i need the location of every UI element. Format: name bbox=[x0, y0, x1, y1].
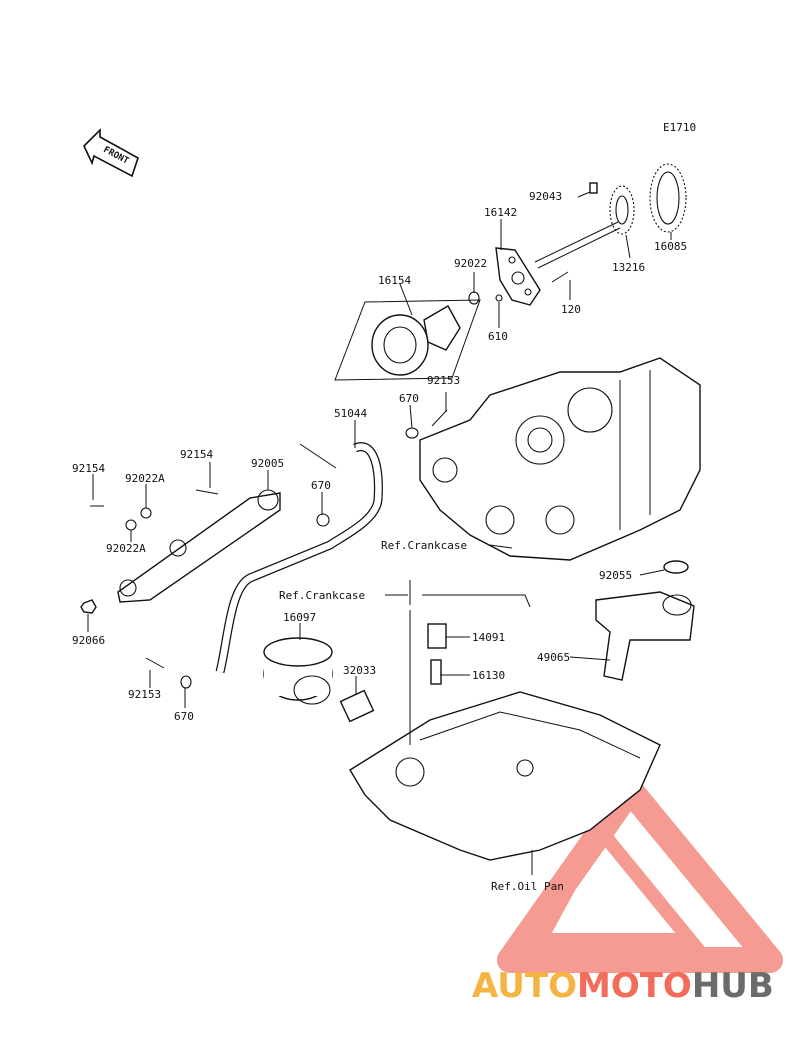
label-670-top: 670 bbox=[399, 392, 419, 405]
washer-92022A-bot bbox=[125, 519, 137, 531]
label-92066: 92066 bbox=[72, 634, 105, 647]
label-92153-bot: 92153 bbox=[128, 688, 161, 701]
pin-92043 bbox=[589, 182, 598, 194]
label-92022A-bot: 92022A bbox=[106, 542, 146, 555]
label-92154-b: 92154 bbox=[72, 462, 105, 475]
label-16097: 16097 bbox=[283, 611, 316, 624]
oil-filter-16097 bbox=[263, 637, 333, 705]
gear-16085 bbox=[649, 163, 687, 233]
pump-cover-16142 bbox=[495, 247, 541, 306]
oil-pan-ref bbox=[349, 691, 661, 861]
label-51044: 51044 bbox=[334, 407, 367, 420]
sprocket-shaft-13216 bbox=[534, 185, 635, 269]
diagram-code: E1710 bbox=[663, 121, 696, 134]
label-92005: 92005 bbox=[251, 457, 284, 470]
label-92055: 92055 bbox=[599, 569, 632, 582]
watermark-moto: MOTO bbox=[577, 966, 692, 1006]
label-670-bot: 670 bbox=[174, 710, 194, 723]
label-ref-oil-pan: Ref.Oil Pan bbox=[491, 880, 564, 893]
label-16154: 16154 bbox=[378, 274, 411, 287]
label-49065: 49065 bbox=[537, 651, 570, 664]
label-610: 610 bbox=[488, 330, 508, 343]
label-92022A-top: 92022A bbox=[125, 472, 165, 485]
label-16130: 16130 bbox=[472, 669, 505, 682]
label-92022: 92022 bbox=[454, 257, 487, 270]
strainer-49065 bbox=[595, 591, 695, 681]
watermark-logo-icon bbox=[497, 777, 783, 973]
nut-92066 bbox=[80, 599, 97, 614]
oring-670-mid bbox=[316, 513, 330, 527]
label-14091: 14091 bbox=[472, 631, 505, 644]
pipe-32033 bbox=[339, 689, 375, 723]
label-16142: 16142 bbox=[484, 206, 517, 219]
collar-14091 bbox=[427, 623, 447, 649]
label-ref-crankcase-2: Ref.Crankcase bbox=[279, 589, 365, 602]
label-32033: 32033 bbox=[343, 664, 376, 677]
label-92043: 92043 bbox=[529, 190, 562, 203]
oring-670-bot bbox=[180, 675, 192, 689]
bolt-120 bbox=[551, 271, 569, 283]
switch-16130 bbox=[430, 659, 442, 685]
label-13216: 13216 bbox=[612, 261, 645, 274]
front-arrow-icon: FRONT bbox=[83, 128, 139, 178]
oring-670-top bbox=[405, 427, 419, 439]
label-16085: 16085 bbox=[654, 240, 687, 253]
label-ref-crankcase-1: Ref.Crankcase bbox=[381, 539, 467, 552]
label-120: 120 bbox=[561, 303, 581, 316]
label-92153-top: 92153 bbox=[427, 374, 460, 387]
relief-elbow bbox=[409, 580, 531, 608]
label-92154-a: 92154 bbox=[180, 448, 213, 461]
bolt-92153-bot bbox=[145, 657, 165, 669]
cap-92055 bbox=[663, 560, 689, 574]
washer-92022 bbox=[468, 291, 480, 305]
watermark-auto: AUTO bbox=[472, 966, 577, 1006]
oil-pump-16154 bbox=[334, 299, 481, 381]
watermark-hub: HUB bbox=[692, 966, 774, 1006]
crankcase-ref bbox=[419, 357, 701, 561]
bolt-92154-b bbox=[195, 489, 219, 495]
label-670-mid: 670 bbox=[311, 479, 331, 492]
washer-92022A-top bbox=[140, 507, 152, 519]
watermark-text: AUTOMOTOHUB bbox=[472, 966, 774, 1006]
pin-610 bbox=[495, 294, 503, 302]
bolt-92153-top bbox=[431, 409, 448, 427]
